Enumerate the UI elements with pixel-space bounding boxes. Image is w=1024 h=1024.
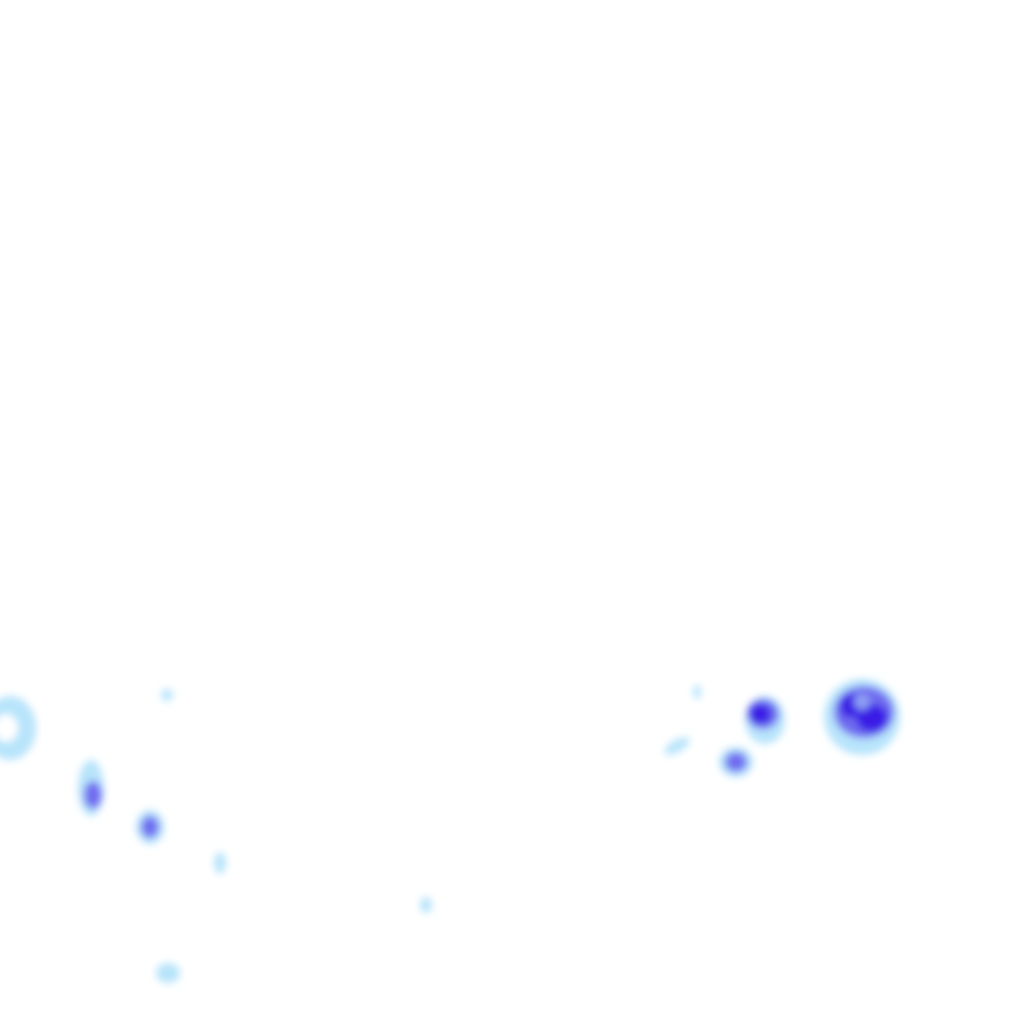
precip-cell — [420, 897, 432, 913]
precip-cell — [156, 963, 180, 983]
precip-cell — [136, 810, 164, 844]
precip-cell — [664, 737, 690, 755]
precip-cell — [745, 696, 785, 744]
precip-cell — [0, 696, 36, 760]
precip-cell — [161, 689, 173, 701]
precip-cell — [719, 747, 753, 777]
precip-cell — [693, 685, 701, 699]
precip-cell — [78, 760, 104, 816]
precip-cell — [214, 852, 226, 874]
precip-cell — [824, 679, 900, 755]
